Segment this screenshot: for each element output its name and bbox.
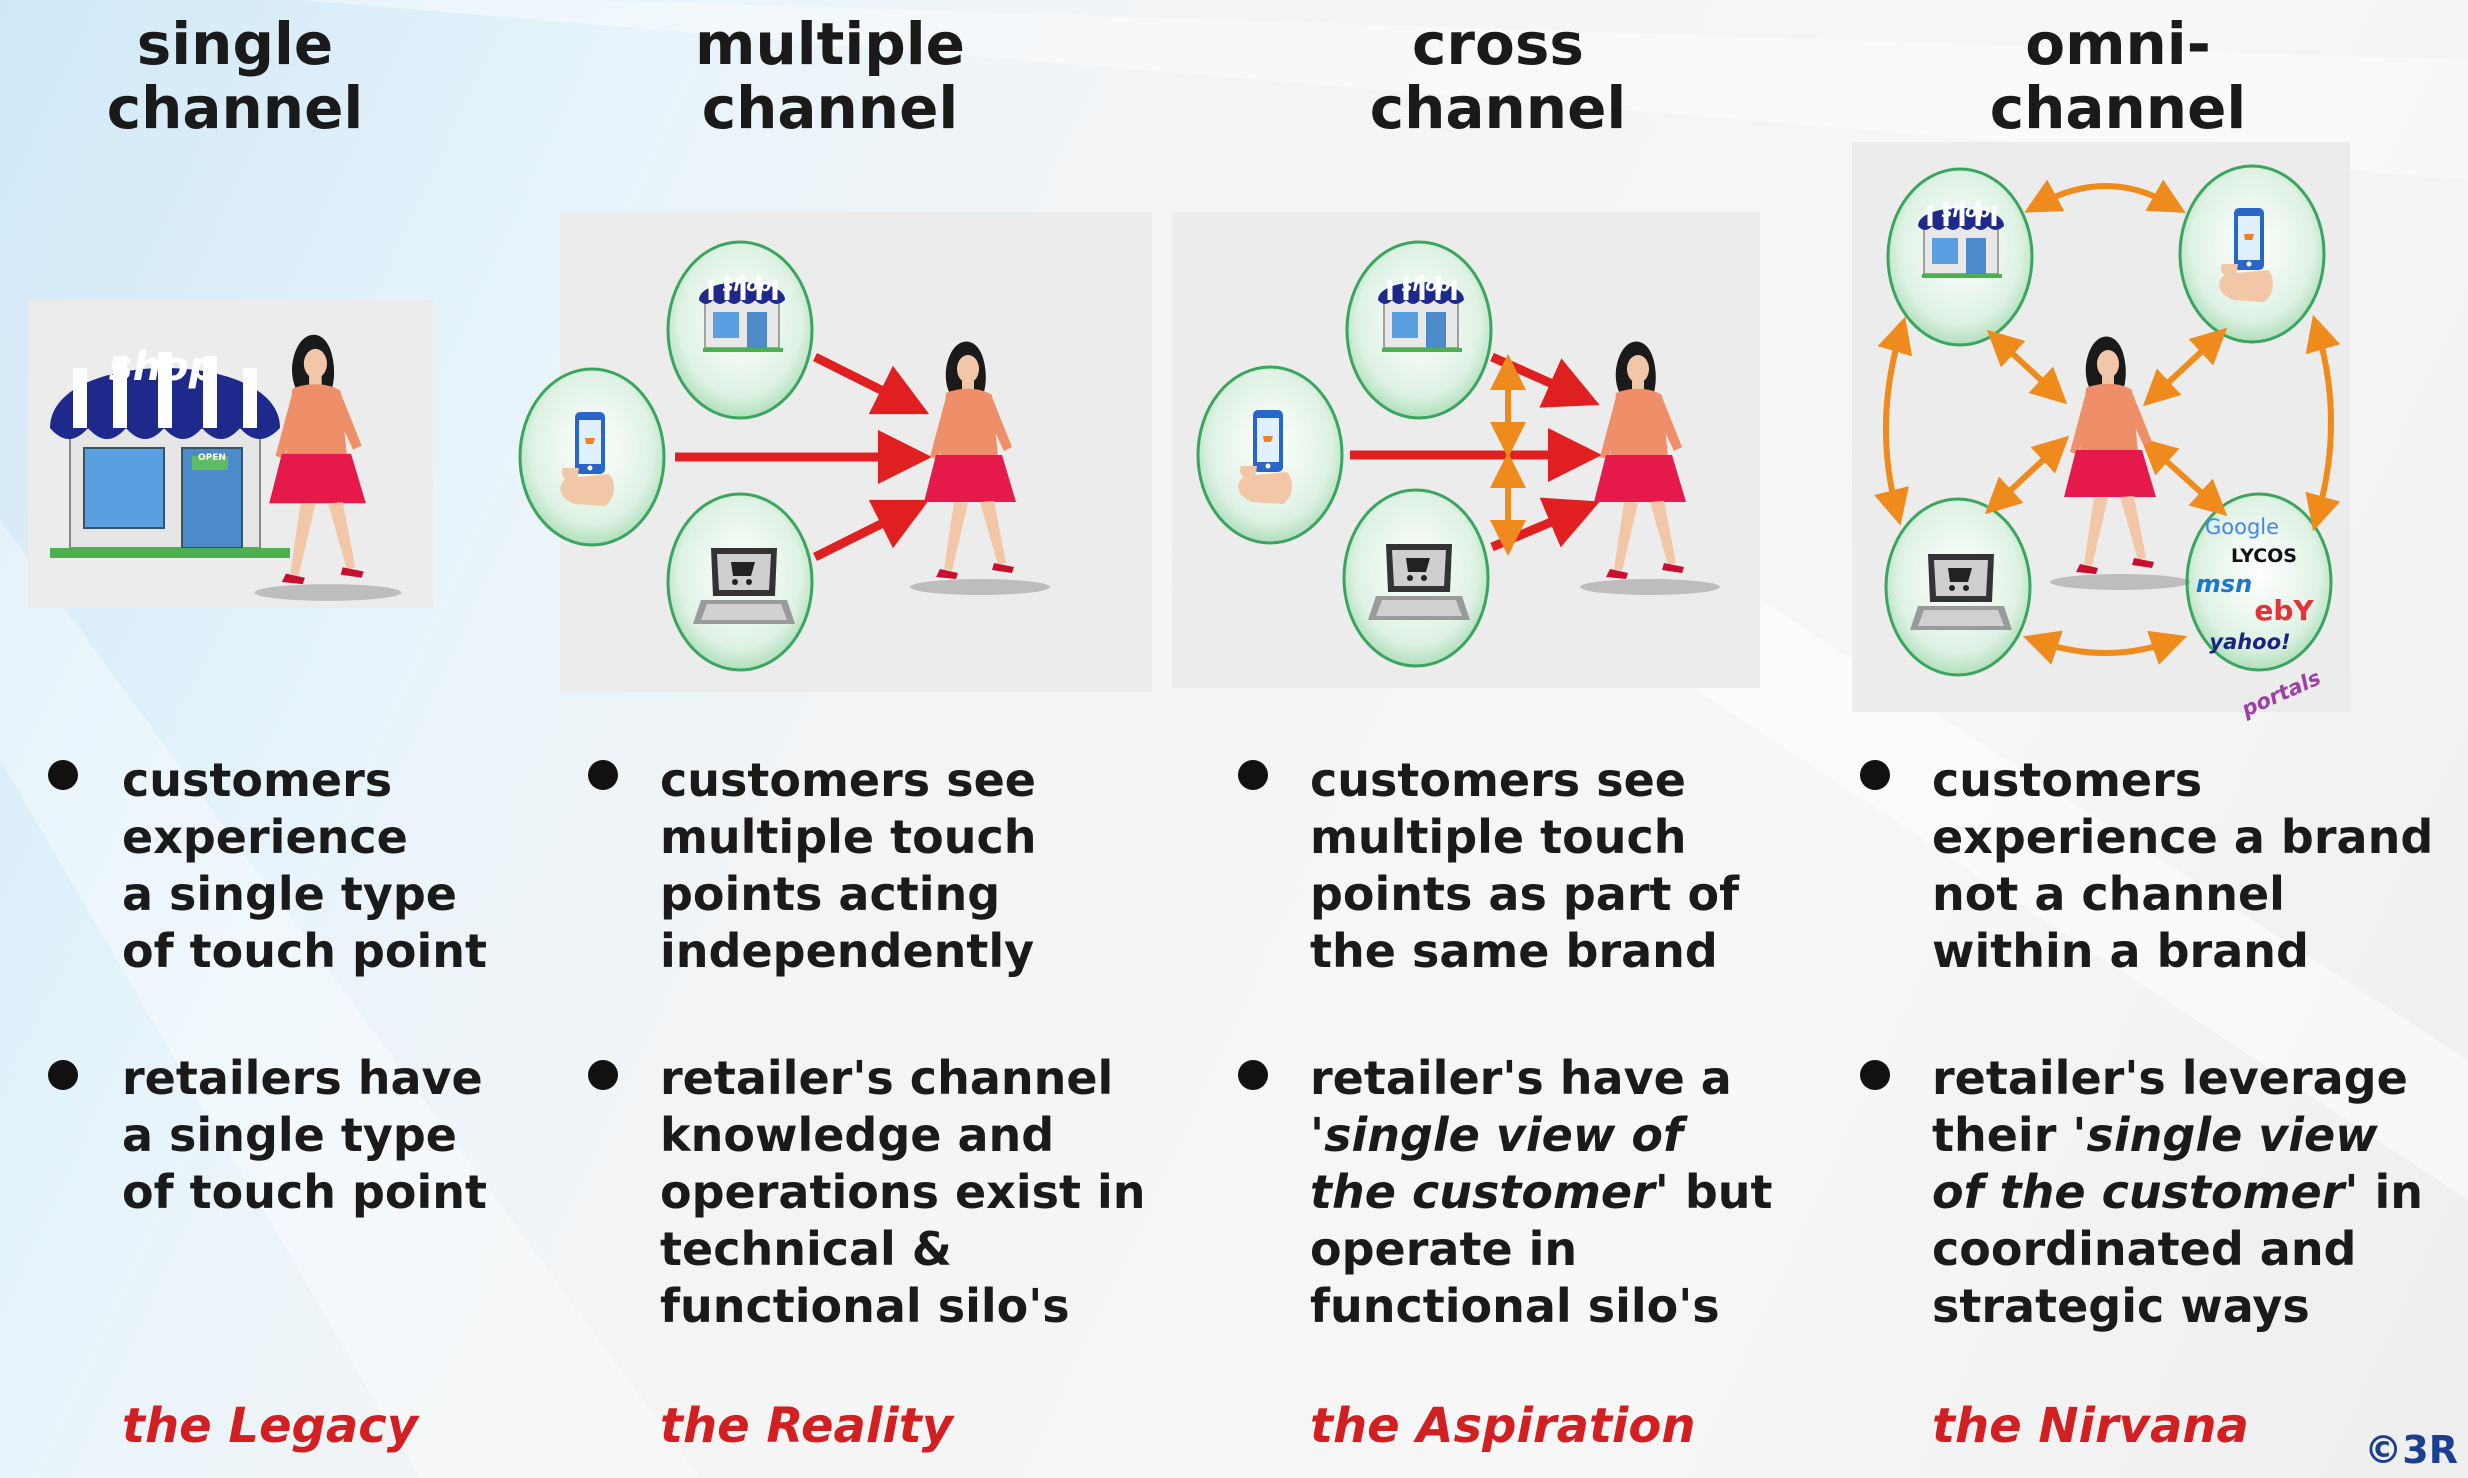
shop-circle: shop xyxy=(666,240,814,420)
bullet-dot xyxy=(1860,1060,1890,1090)
portals-circle: Google LYCOS msn ebY yahoo! portals xyxy=(2185,492,2333,722)
tagline-legacy: the Legacy xyxy=(122,1398,419,1454)
shopper-woman-icon xyxy=(910,341,1050,595)
title-omni-channel: omni-channel xyxy=(1989,10,2247,142)
yahoo-logo: yahoo! xyxy=(2209,630,2290,654)
shopper-woman-icon xyxy=(1580,341,1720,595)
arrow-laptop xyxy=(812,499,930,562)
laptop-circle xyxy=(1342,488,1490,668)
bullet-dot xyxy=(588,1060,618,1090)
shop-icon xyxy=(50,352,290,558)
ebay-logo: ebY xyxy=(2254,594,2314,627)
bullet-dot xyxy=(1860,760,1890,790)
shopper-woman-icon xyxy=(254,334,402,601)
svg-text:shop: shop xyxy=(1942,201,1991,222)
open-sign-icon xyxy=(192,456,228,470)
arrow-shop xyxy=(812,352,930,415)
bullet-dot xyxy=(48,760,78,790)
portals-label: portals xyxy=(2237,666,2324,722)
svg-text:shop: shop xyxy=(723,275,772,296)
copyright-mark: ©3R xyxy=(2364,1428,2458,1472)
svg-text:shop: shop xyxy=(1402,275,1451,296)
google-logo: Google xyxy=(2205,515,2279,539)
shop-circle: shop xyxy=(1886,167,2034,347)
laptop-circle xyxy=(1884,497,2032,677)
bullet-dot xyxy=(48,1060,78,1090)
phone-circle xyxy=(1196,365,1344,545)
lycos-logo: LYCOS xyxy=(2231,545,2297,567)
arrow-shop xyxy=(1490,352,1600,408)
arrow-laptop xyxy=(1490,497,1600,552)
laptop-circle xyxy=(666,492,814,672)
ring-arrows xyxy=(1874,179,2341,665)
open-sign-text: OPEN xyxy=(198,453,226,463)
omni-channel-illustration: shop Google LYCOS msn ebY yahoo! portals xyxy=(1874,164,2341,722)
multiple-channel-illustration: shop xyxy=(518,240,1050,672)
bullet-dot xyxy=(1238,760,1268,790)
shop-sign-text: shop xyxy=(109,344,217,390)
center-arrows xyxy=(1984,327,2228,517)
bullet-dot xyxy=(1238,1060,1268,1090)
shop-circle: shop xyxy=(1345,240,1493,420)
cross-channel-illustration: shop xyxy=(1196,240,1720,668)
single-channel-illustration: shop OPEN xyxy=(50,334,402,601)
phone-circle xyxy=(2178,164,2326,344)
tagline-aspiration: the Aspiration xyxy=(1310,1398,1696,1454)
bullet-dot xyxy=(588,760,618,790)
tagline-nirvana: the Nirvana xyxy=(1932,1398,2249,1454)
tagline-reality: the Reality xyxy=(660,1398,954,1454)
msn-logo: msn xyxy=(2196,570,2252,598)
phone-circle xyxy=(518,367,666,547)
